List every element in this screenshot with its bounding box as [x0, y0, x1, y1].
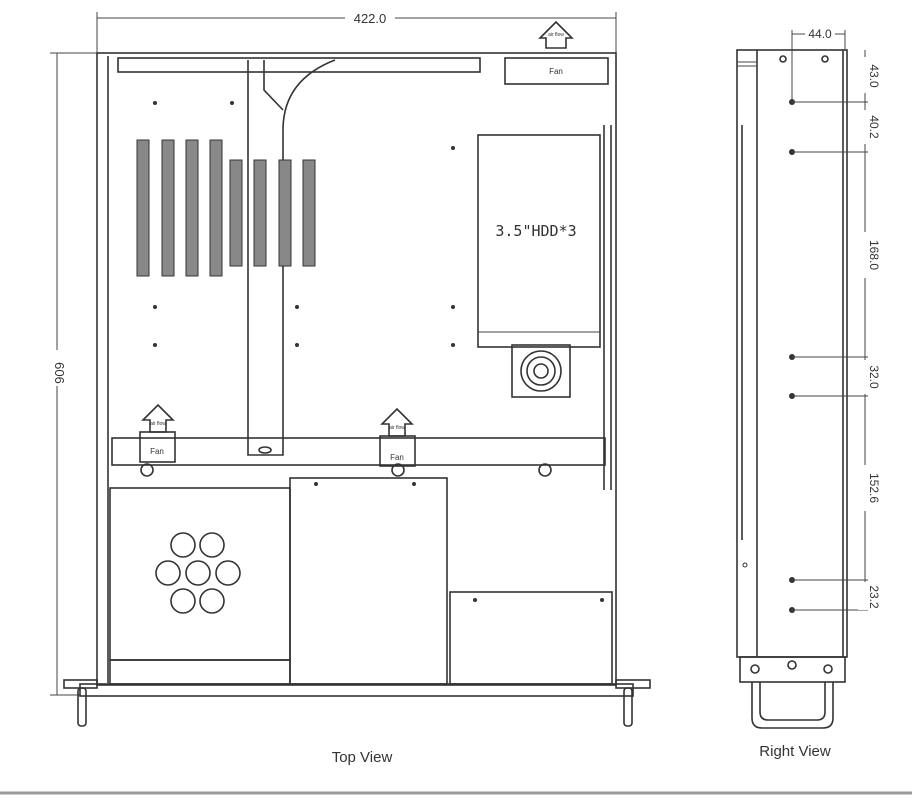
power-supply: [109, 487, 291, 685]
svg-text:23.2: 23.2: [867, 585, 881, 609]
svg-text:43.0: 43.0: [867, 64, 881, 88]
hdd-cage: 3.5"HDD*3: [477, 134, 601, 398]
expansion-slots: [136, 139, 316, 277]
svg-text:168.0: 168.0: [867, 240, 881, 270]
right-view: 44.0 43.0 40.2 168.0 32.0 152.6 23.2: [736, 27, 881, 760]
svg-text:Fan: Fan: [549, 67, 563, 76]
width-dim-label: 422.0: [354, 11, 387, 26]
svg-text:152.6: 152.6: [867, 473, 881, 503]
fan-middle: air flow Fan: [379, 407, 552, 477]
depth-dimension: 606: [48, 52, 97, 696]
top-view: 422.0 606 air flow Fan: [48, 10, 748, 766]
height-dim-label: 44.0: [808, 27, 832, 41]
svg-text:air flow: air flow: [150, 421, 166, 427]
rear-fan: air flow Fan: [504, 20, 609, 85]
svg-text:Fan: Fan: [390, 453, 404, 462]
top-view-label: Top View: [332, 749, 393, 766]
width-dimension: 422.0: [96, 10, 617, 55]
svg-text:air flow: air flow: [389, 425, 405, 431]
hdd-label: 3.5"HDD*3: [495, 222, 576, 240]
depth-dim-label: 606: [52, 362, 67, 384]
svg-text:air flow: air flow: [548, 32, 564, 38]
drive-bay-right: [449, 591, 613, 685]
right-view-label: Right View: [759, 743, 831, 760]
fan-left: air flow Fan: [139, 403, 176, 477]
hole-dimensions: 43.0 40.2 168.0 32.0 152.6 23.2: [858, 57, 881, 610]
svg-text:Fan: Fan: [150, 447, 164, 456]
svg-text:40.2: 40.2: [867, 115, 881, 139]
drive-bay: [289, 477, 448, 685]
chassis-outline: [96, 52, 617, 686]
svg-text:32.0: 32.0: [867, 365, 881, 389]
